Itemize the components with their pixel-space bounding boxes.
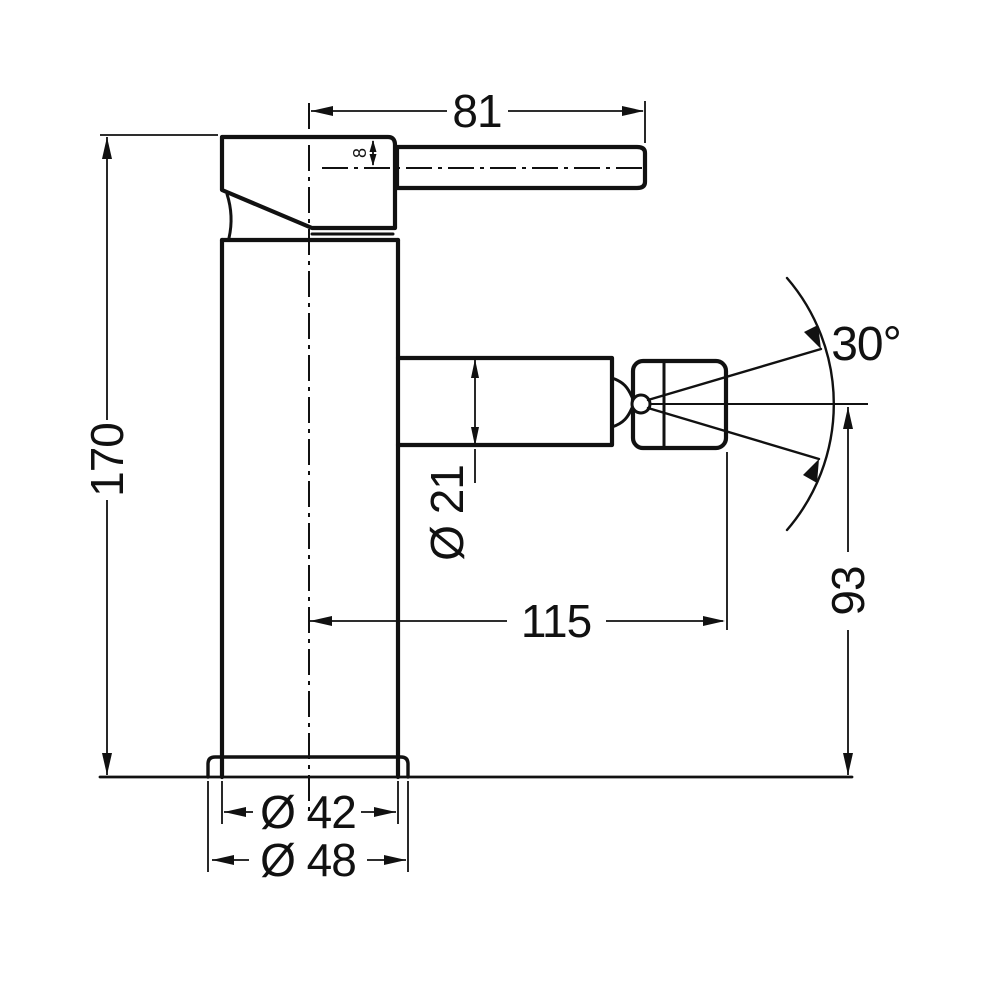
neck-upper-curve <box>610 376 634 399</box>
arrowhead-left <box>212 855 234 865</box>
arrowhead-right <box>374 807 396 817</box>
arrowhead-top <box>471 359 479 378</box>
spout-diameter-label: Ø 21 <box>421 465 473 561</box>
arc-arrowhead-lower <box>803 459 819 483</box>
spout-outline <box>395 355 615 448</box>
handle-length-label: 81 <box>452 85 501 137</box>
arrowhead-bottom <box>471 427 479 446</box>
arrowhead-top <box>102 137 112 159</box>
swivel-angle-label: 30° <box>831 318 901 371</box>
arrowhead-left <box>224 807 246 817</box>
arrowhead-top <box>843 407 853 429</box>
swivel-lower-ray <box>646 406 821 461</box>
spout-height-label: 93 <box>822 566 874 615</box>
body-diameter-label: Ø 42 <box>260 786 356 838</box>
dimension-handle-offset: 8 <box>350 140 377 166</box>
base-diameter-label: Ø 48 <box>260 834 356 886</box>
dimension-swivel-angle: 30° <box>646 276 902 532</box>
arrowhead-top <box>369 140 377 152</box>
swivel-arc <box>785 276 836 532</box>
centerlines <box>308 103 642 812</box>
dimension-handle-length: 81 <box>311 85 646 143</box>
head-silhouette-curve <box>225 192 233 240</box>
dimension-spout-reach: 115 <box>310 452 728 647</box>
arrowhead-right <box>384 855 406 865</box>
arrowhead-left <box>310 616 332 626</box>
arrowhead-left <box>311 106 333 116</box>
dimension-base-diameter: Ø 48 <box>207 781 409 886</box>
dimension-total-height: 170 <box>81 134 218 775</box>
arrowhead-right <box>703 616 725 626</box>
neck-lower-curve <box>610 406 634 429</box>
arrowhead-bottom <box>369 154 377 166</box>
swivel-ball <box>630 393 652 415</box>
arrowhead-bottom <box>843 753 853 775</box>
handle-outline <box>394 144 648 191</box>
faucet-outline <box>98 134 854 780</box>
total-height-label: 170 <box>81 423 133 497</box>
dimension-spout-height: 93 <box>822 407 874 775</box>
spout-reach-label: 115 <box>521 595 591 647</box>
arrowhead-right <box>622 106 644 116</box>
arc-arrowhead-upper <box>804 325 821 349</box>
arrowhead-bottom <box>102 753 112 775</box>
dimension-spout-diameter: Ø 21 <box>421 359 479 561</box>
handle-offset-label: 8 <box>350 148 370 158</box>
dimension-body-diameter: Ø 42 <box>221 781 399 838</box>
swivel-upper-ray <box>646 347 823 402</box>
